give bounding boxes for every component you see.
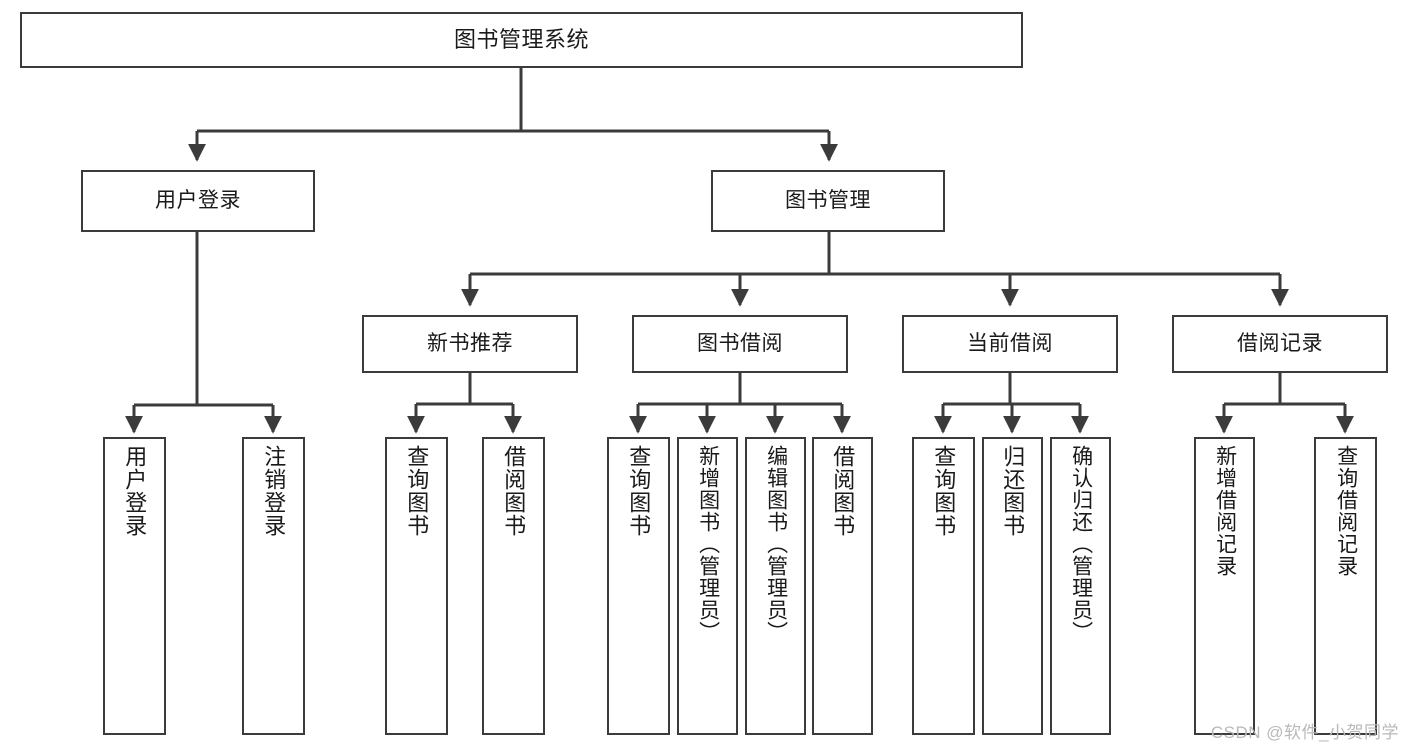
leaf-recommend-borrow-book[interactable]: 借阅图书: [482, 437, 545, 735]
node-label: 查询图书: [931, 445, 957, 537]
node-label: 查询图书: [404, 445, 430, 537]
node-label: 借阅图书: [501, 445, 527, 537]
leaf-borrow-query-book[interactable]: 查询图书: [607, 437, 670, 735]
node-label: 注销登录: [261, 445, 287, 537]
leaf-borrow-borrow-book[interactable]: 借阅图书: [812, 437, 873, 735]
csdn-watermark: CSDN @软件_小贺同学: [1210, 723, 1399, 742]
node-label: 查询借阅记录: [1334, 445, 1358, 577]
node-label: 查询图书: [626, 445, 652, 537]
node-label: 借阅图书: [830, 445, 856, 537]
leaf-recommend-query-book[interactable]: 查询图书: [385, 437, 448, 735]
node-label: 图书管理: [785, 188, 871, 212]
leaf-current-confirm-return-admin[interactable]: 确认归还（管理员）: [1050, 437, 1111, 735]
node-label: 用户登录: [122, 445, 148, 537]
leaf-borrow-add-book-admin[interactable]: 新增图书（管理员）: [677, 437, 738, 735]
node-label: 归还图书: [1000, 445, 1026, 537]
node-borrow-record[interactable]: 借阅记录: [1172, 315, 1388, 373]
node-label: 新增借阅记录: [1213, 445, 1237, 577]
leaf-user-login[interactable]: 用户登录: [103, 437, 166, 735]
node-book-management[interactable]: 图书管理: [711, 170, 945, 232]
leaf-borrow-edit-book-admin[interactable]: 编辑图书（管理员）: [745, 437, 806, 735]
node-label: 图书管理系统: [453, 27, 589, 53]
node-label: 用户登录: [155, 188, 241, 212]
leaf-user-logout[interactable]: 注销登录: [242, 437, 305, 735]
node-label: 借阅记录: [1237, 331, 1323, 355]
node-label: 新书推荐: [427, 331, 513, 355]
node-new-book-recommend[interactable]: 新书推荐: [362, 315, 578, 373]
node-label: 新增图书（管理员）: [696, 445, 720, 643]
leaf-record-add-record[interactable]: 新增借阅记录: [1194, 437, 1255, 735]
leaf-current-query-book[interactable]: 查询图书: [912, 437, 975, 735]
node-root-system[interactable]: 图书管理系统: [20, 12, 1023, 68]
node-label: 图书借阅: [697, 331, 783, 355]
node-book-borrow[interactable]: 图书借阅: [632, 315, 848, 373]
node-label: 编辑图书（管理员）: [764, 445, 788, 643]
node-label: 当前借阅: [967, 331, 1053, 355]
leaf-current-return-book[interactable]: 归还图书: [982, 437, 1043, 735]
node-current-borrow[interactable]: 当前借阅: [902, 315, 1118, 373]
node-label: 确认归还（管理员）: [1069, 445, 1093, 643]
node-user-login[interactable]: 用户登录: [81, 170, 315, 232]
leaf-record-query-record[interactable]: 查询借阅记录: [1314, 437, 1377, 735]
